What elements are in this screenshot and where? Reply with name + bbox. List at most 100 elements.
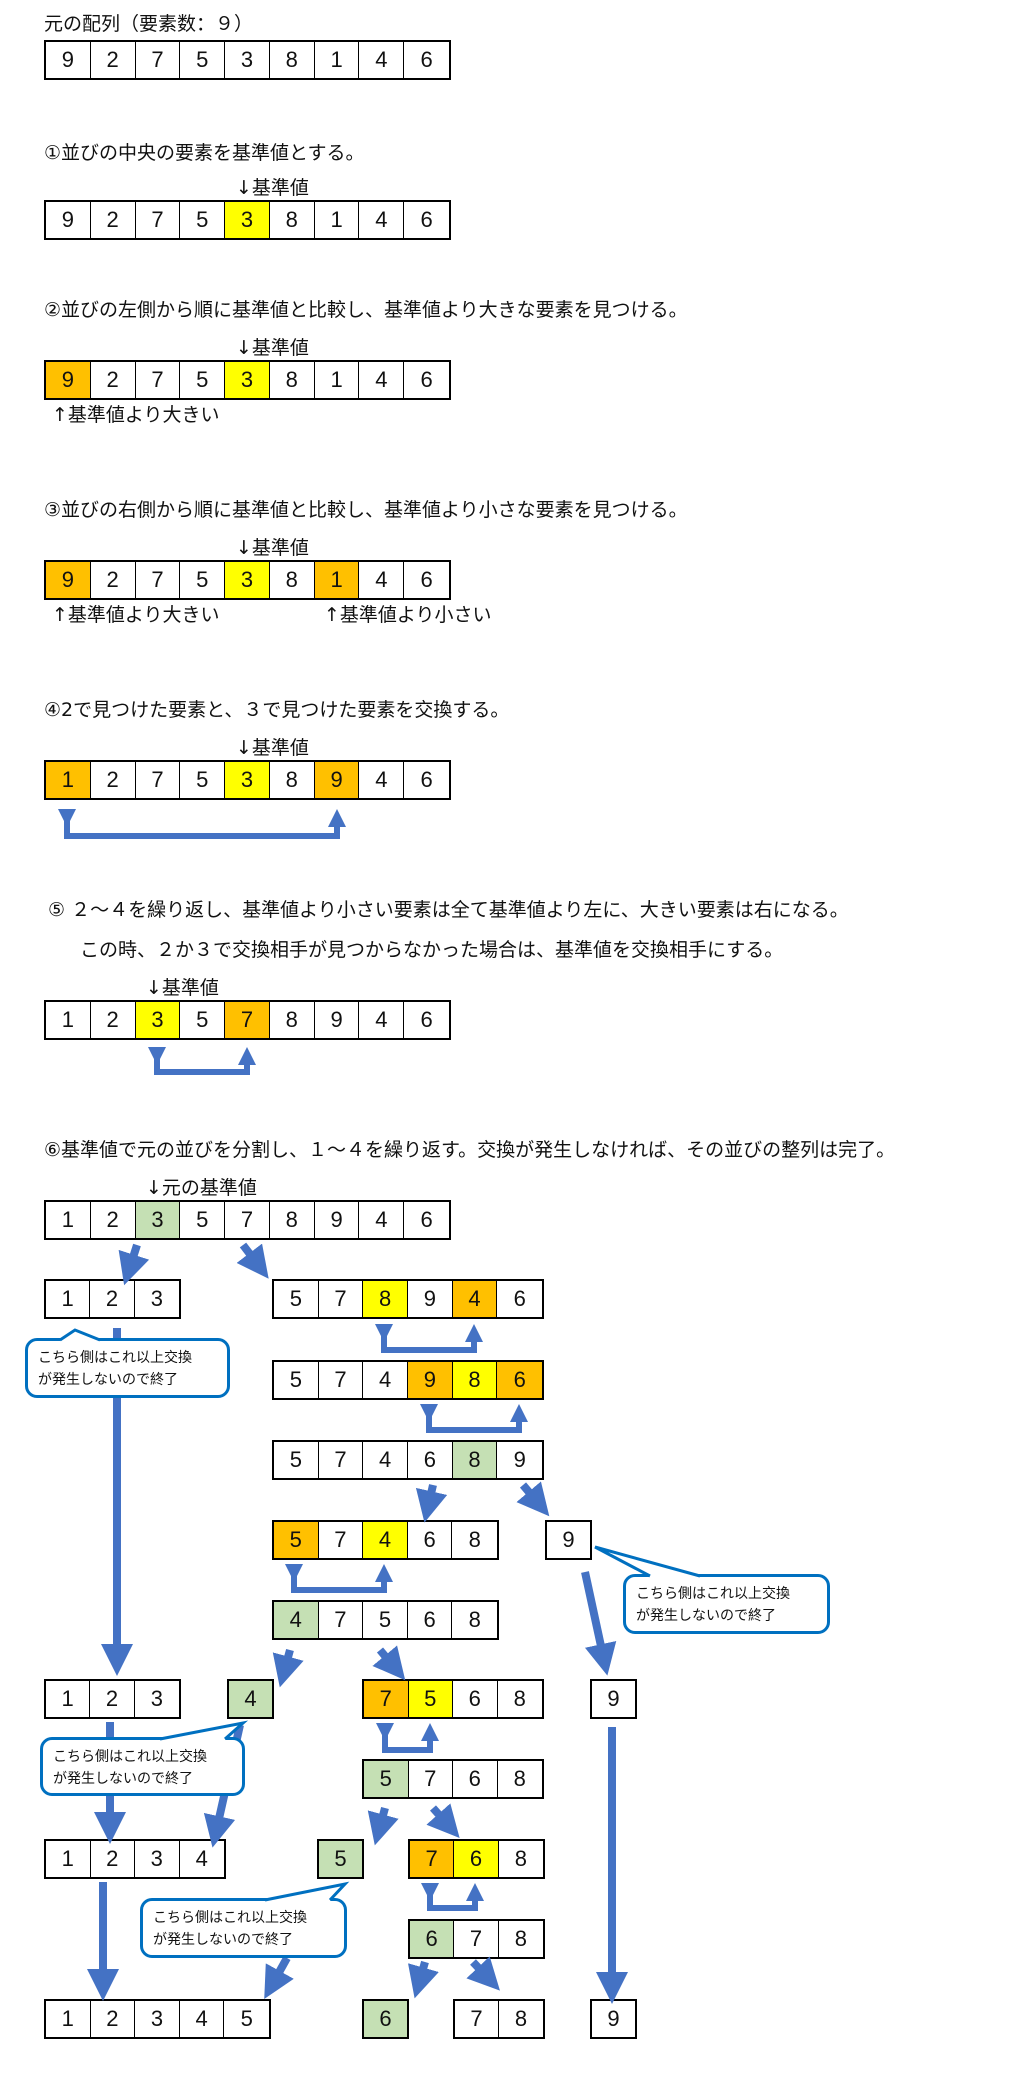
array-cell: 6 xyxy=(407,1602,453,1638)
array-cell: 8 xyxy=(499,2001,543,2037)
array-cell: 5 xyxy=(408,1681,453,1717)
array-cell: 7 xyxy=(408,1761,453,1797)
array-cell: 7 xyxy=(318,1362,364,1398)
array-cell: 5 xyxy=(319,1841,362,1877)
array-cell: 9 xyxy=(408,1281,453,1317)
array-cell: 9 xyxy=(497,1442,543,1478)
swap-arrow xyxy=(58,809,346,839)
array-cell: 8 xyxy=(498,1841,544,1877)
step6-text: ⑥基準値で元の並びを分割し、１～４を繰り返す。交換が発生しなければ、その並びの整… xyxy=(44,1139,896,1161)
array-cell: 7 xyxy=(135,202,181,238)
array-cell: 3 xyxy=(225,42,270,78)
original-pivot-label: ↓元の基準値 xyxy=(146,1177,257,1199)
array-cell: 1 xyxy=(46,1002,91,1038)
array-cell: 1 xyxy=(46,1202,91,1238)
step3-text: ③並びの右側から順に基準値と比較し、基準値より小さな要素を見つける。 xyxy=(44,499,688,521)
array-cell: 2 xyxy=(90,762,136,798)
flow-arrow xyxy=(264,1956,294,1999)
array-cell: 4 xyxy=(359,762,405,798)
array-cell: 4 xyxy=(363,1522,408,1558)
array-cell: 4 xyxy=(359,202,405,238)
pivot-label: ↓基準値 xyxy=(236,177,309,199)
flow-arrow xyxy=(581,1571,617,1676)
array-cell: 3 xyxy=(225,562,270,598)
array-cell: 4 xyxy=(359,362,405,398)
pivot-label: ↓基準値 xyxy=(236,537,309,559)
array-cell: 1 xyxy=(46,1281,91,1317)
array-cell: 9 xyxy=(46,42,91,78)
callout-no-more-swaps: こちら側はこれ以上交換 が発生しないので終了 xyxy=(25,1338,230,1398)
callout-line1: こちら側はこれ以上交換 xyxy=(636,1586,790,1602)
array-cell: 7 xyxy=(225,1202,270,1238)
array-cell: 5 xyxy=(363,1602,408,1638)
array-cell: 7 xyxy=(318,1602,364,1638)
array-cell: 1 xyxy=(314,42,360,78)
array-cell: 7 xyxy=(135,362,181,398)
array-cell: 4 xyxy=(359,42,405,78)
array-cell: 9 xyxy=(46,562,91,598)
array-cell: 2 xyxy=(90,202,136,238)
array-cell: 1 xyxy=(46,762,91,798)
array-cell: 9 xyxy=(46,202,91,238)
array-cell: 7 xyxy=(454,1921,499,1957)
callout-line1: こちら側はこれ以上交換 xyxy=(153,1910,307,1926)
array-cell: 8 xyxy=(452,1362,498,1398)
array-cell: 1 xyxy=(314,202,360,238)
array-cell: 7 xyxy=(318,1281,364,1317)
flow-arrow xyxy=(426,1803,460,1838)
array-cell: 8 xyxy=(452,1602,498,1638)
array-cell: 9 xyxy=(547,1522,590,1558)
swap-arrow xyxy=(375,1324,483,1353)
array-cell: 8 xyxy=(269,1202,315,1238)
flow-arrow xyxy=(118,1243,150,1286)
array-cell: 5 xyxy=(180,762,226,798)
flow-arrow xyxy=(415,1484,448,1523)
array-cell: 4 xyxy=(274,1602,319,1638)
array-cell: 5 xyxy=(180,362,226,398)
array-cell: 6 xyxy=(453,1681,498,1717)
array-cell: 8 xyxy=(497,1761,542,1797)
callout-line2: が発生しないので終了 xyxy=(53,1771,193,1787)
array-cell: 6 xyxy=(404,762,450,798)
array-cell: 9 xyxy=(314,1002,360,1038)
flow-arrow xyxy=(408,1960,439,1999)
callout-no-more-swaps: こちら側はこれ以上交換 が発生しないので終了 xyxy=(40,1737,245,1796)
swap-arrow xyxy=(376,1723,439,1753)
array-cell: 6 xyxy=(404,202,450,238)
array-row: 9 xyxy=(545,1520,592,1560)
array-cell: 6 xyxy=(404,362,450,398)
array-cell: 5 xyxy=(180,202,226,238)
array-cell: 5 xyxy=(274,1362,319,1398)
array-cell: 6 xyxy=(404,1002,450,1038)
array-cell: 4 xyxy=(363,1362,409,1398)
array-cell: 6 xyxy=(407,1522,453,1558)
pivot-label: ↓基準値 xyxy=(236,337,309,359)
array-cell: 2 xyxy=(90,1841,135,1877)
array-cell: 7 xyxy=(410,1841,455,1877)
array-cell: 6 xyxy=(454,1841,499,1877)
array-cell: 1 xyxy=(314,562,360,598)
array-cell: 1 xyxy=(314,362,360,398)
array-cell: 1 xyxy=(46,1841,91,1877)
array-cell: 6 xyxy=(497,1281,543,1317)
array-cell: 6 xyxy=(497,1362,543,1398)
callout-no-more-swaps: こちら側はこれ以上交換 が発生しないので終了 xyxy=(623,1574,830,1634)
greater-label: ↑基準値より大きい xyxy=(52,404,220,426)
array-cell: 5 xyxy=(180,42,226,78)
callout-line2: が発生しないので終了 xyxy=(153,1932,293,1948)
array-cell: 6 xyxy=(453,1761,498,1797)
array-cell: 3 xyxy=(134,1681,180,1717)
array-cell: 7 xyxy=(225,1002,270,1038)
array-cell: 3 xyxy=(225,362,270,398)
array-row: 4 xyxy=(227,1679,274,1719)
array-cell: 2 xyxy=(90,2001,136,2037)
array-cell: 8 xyxy=(269,562,315,598)
array-row: 6 xyxy=(362,1999,409,2039)
